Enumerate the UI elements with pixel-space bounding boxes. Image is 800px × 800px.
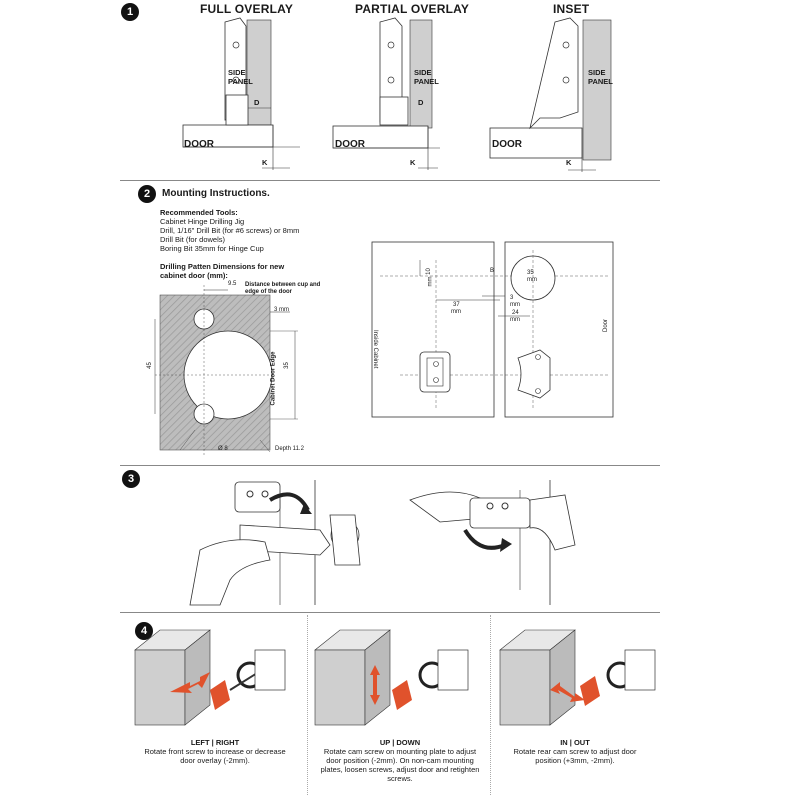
hinge-attach-illustrations bbox=[189, 480, 576, 606]
caption-in-out-title: IN | OUT bbox=[560, 738, 590, 747]
overlay-diagrams bbox=[182, 17, 612, 172]
caption-up-down-title: UP | DOWN bbox=[379, 738, 421, 747]
dim-3: 3 bbox=[510, 295, 514, 301]
dim-cup-35-unit: mm bbox=[527, 277, 537, 283]
k-label-2: K bbox=[410, 158, 416, 167]
divider-col-1 bbox=[307, 615, 308, 795]
mounting-heading: Mounting Instructions. bbox=[162, 188, 270, 199]
in-out-adjust bbox=[499, 629, 656, 726]
caption-in-out-text: Rotate rear cam screw to adjust door pos… bbox=[513, 747, 637, 765]
inset-title: INSET bbox=[553, 2, 590, 16]
door-label-3: DOOR bbox=[492, 139, 522, 150]
dim-dia-8: Ø 8 bbox=[218, 446, 228, 452]
dim-24: 24 bbox=[512, 310, 519, 316]
d-label-1: D bbox=[254, 98, 260, 107]
dim-24-unit: mm bbox=[510, 317, 520, 323]
dim-37: 37 bbox=[453, 302, 460, 308]
dim-cup-35: 35 bbox=[527, 270, 534, 276]
side-panel-label-1: SIDE PANEL bbox=[228, 68, 253, 86]
dim-10-unit: mm bbox=[427, 276, 434, 287]
divider-3 bbox=[120, 612, 660, 613]
caption-up-down-text: Rotate cam screw on mounting plate to ad… bbox=[320, 747, 480, 783]
dim-3-unit: mm bbox=[510, 302, 520, 308]
full-overlay-diagram bbox=[182, 17, 300, 170]
left-right-adjust bbox=[134, 629, 286, 726]
step-1-badge: 1 bbox=[121, 3, 139, 21]
adjustment-illustrations bbox=[134, 629, 656, 726]
divider-2 bbox=[120, 465, 660, 466]
dim-37-unit: mm bbox=[451, 309, 461, 315]
k-label-3: K bbox=[566, 158, 572, 167]
pattern-heading: Drilling Patten Dimensions for new cabin… bbox=[160, 262, 285, 280]
step-3-badge: 3 bbox=[122, 470, 140, 488]
caption-up-down: UP | DOWN Rotate cam screw on mounting p… bbox=[320, 738, 480, 783]
door-label-2: DOOR bbox=[335, 139, 365, 150]
tool-2: Drill, 1/16" Drill Bit (for #6 screws) o… bbox=[160, 226, 300, 235]
step-2-badge: 2 bbox=[138, 185, 156, 203]
cabinet-door-edge-label: Cabinet Door Edge bbox=[270, 351, 277, 406]
dim-9-5: 9.5 bbox=[228, 281, 237, 287]
tool-1: Cabinet Hinge Drilling Jig bbox=[160, 217, 245, 226]
divider-1 bbox=[120, 180, 660, 181]
dim-b: B bbox=[490, 268, 495, 274]
door-side-label: Door bbox=[603, 318, 610, 333]
divider-col-2 bbox=[490, 615, 491, 795]
tool-4: Boring Bit 35mm for Hinge Cup bbox=[160, 244, 264, 253]
tool-3: Drill Bit (for dowels) bbox=[160, 235, 226, 244]
up-down-adjust bbox=[314, 629, 469, 726]
dim-distance-note: Distance between cup and edge of the doo… bbox=[245, 282, 321, 295]
dim-depth: Depth 11.2 bbox=[275, 446, 304, 452]
dim-35: 35 bbox=[283, 362, 290, 369]
dim-3mm: 3 mm bbox=[274, 307, 289, 313]
inside-cabinet-label: Inside Cabinet bbox=[372, 330, 378, 369]
dim-10: 10 bbox=[425, 268, 432, 275]
partial-overlay-title: PARTIAL OVERLAY bbox=[355, 2, 470, 16]
side-panel-label-3: SIDE PANEL bbox=[588, 68, 613, 86]
d-label-2: D bbox=[418, 98, 424, 107]
caption-in-out: IN | OUT Rotate rear cam screw to adjust… bbox=[500, 738, 650, 765]
mounting-diagram bbox=[371, 241, 614, 418]
k-label-1: K bbox=[262, 158, 268, 167]
door-label-1: DOOR bbox=[184, 139, 214, 150]
step-4-badge: 4 bbox=[135, 622, 153, 640]
full-overlay-title: FULL OVERLAY bbox=[200, 2, 294, 16]
inset-diagram bbox=[489, 17, 612, 172]
drilling-pattern bbox=[154, 285, 298, 455]
dim-45: 45 bbox=[146, 362, 153, 369]
caption-left-right-title: LEFT | RIGHT bbox=[190, 738, 240, 747]
side-panel-label-2: SIDE PANEL bbox=[414, 68, 439, 86]
tools-heading: Recommended Tools: bbox=[160, 208, 238, 217]
caption-left-right: LEFT | RIGHT Rotate front screw to incre… bbox=[140, 738, 290, 765]
partial-overlay-diagram bbox=[332, 17, 440, 170]
caption-left-right-text: Rotate front screw to increase or decrea… bbox=[144, 747, 286, 765]
